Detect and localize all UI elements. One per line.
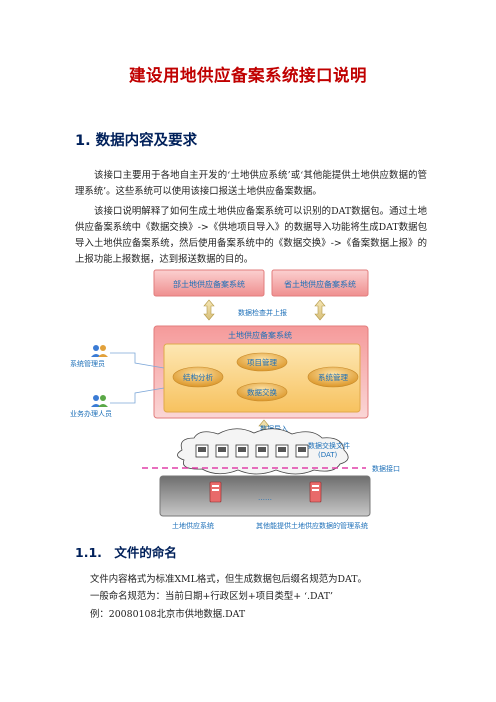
module-structure-analysis: 结构分析 [172, 366, 224, 388]
system-architecture-diagram: 部土地供应备案系统 省土地供应备案系统 数据检查并上报 土地供应备案系统 项目管… [70, 269, 400, 530]
svg-text:省土地供应备案系统: 省土地供应备案系统 [284, 279, 356, 289]
users-icon [91, 395, 108, 407]
file-icon [235, 444, 249, 458]
section-heading-file-naming: 1.1. 文件的命名 [75, 545, 177, 560]
file-icon [295, 444, 309, 458]
business-operator-role: 业务办理人员 [70, 395, 112, 418]
svg-text:结构分析: 结构分析 [183, 372, 213, 382]
double-arrow-icon [203, 299, 215, 321]
file-icon [215, 444, 229, 458]
paragraph-dat-package: 该接口说明解释了如何生成土地供应备案系统可以识别的DAT数据包。通过土地供应备案… [75, 206, 427, 265]
naming-rule-line: 一般命名规范为：当前日期+行政区划+项目类型+ ‘.DAT’ [90, 591, 334, 602]
other-systems-label: 其他能提供土地供应数据的管理系统 [256, 521, 368, 530]
naming-format-line: 文件内容格式为标准XML格式，但生成数据包后缀名规范为DAT。 [90, 574, 367, 585]
paragraph-interface-purpose: 该接口主要用于各地自主开发的‘土地供应系统’或‘其他能提供土地供应数据的管理系统… [75, 170, 427, 197]
cloud-label-dat: (DAT) [318, 451, 338, 459]
file-icon [195, 444, 209, 458]
connector-line [110, 387, 165, 404]
main-system-box: 土地供应备案系统 [153, 325, 369, 419]
server-icon [209, 481, 222, 503]
land-supply-system-label: 土地供应系统 [172, 521, 214, 530]
ellipsis: …… [258, 494, 272, 502]
svg-text:系统管理: 系统管理 [318, 372, 348, 382]
section-heading-data-content: 1. 数据内容及要求 [75, 133, 198, 149]
svg-text:系统管理员: 系统管理员 [70, 359, 105, 368]
double-arrow-icon [314, 299, 326, 321]
national-system-box: 部土地供应备案系统 [153, 269, 265, 297]
svg-text:部土地供应备案系统: 部土地供应备案系统 [173, 279, 245, 289]
document-title: 建设用地供应备案系统接口说明 [129, 66, 367, 85]
svg-text:项目管理: 项目管理 [247, 357, 277, 367]
data-exchange-cloud [177, 428, 349, 475]
arrow-label-check-report: 数据检查并上报 [238, 308, 287, 317]
svg-text:土地供应备案系统: 土地供应备案系统 [228, 330, 292, 340]
provincial-system-box: 省土地供应备案系统 [271, 269, 369, 297]
connector-line [110, 352, 165, 369]
system-admin-role: 系统管理员 [70, 345, 108, 368]
cloud-label: 数据交换文件 [308, 441, 350, 450]
svg-text:数据交换: 数据交换 [247, 387, 277, 397]
users-icon [91, 345, 108, 357]
file-icon [275, 444, 289, 458]
module-system-management: 系统管理 [307, 366, 359, 388]
data-interface-label: 数据接口 [372, 464, 400, 473]
file-icon [255, 444, 269, 458]
svg-text:业务办理人员: 业务办理人员 [70, 409, 112, 418]
module-data-exchange: 数据交换 [236, 382, 288, 402]
source-systems-box: …… [159, 475, 371, 517]
server-icon [309, 481, 322, 503]
module-project-management: 项目管理 [236, 352, 288, 372]
naming-example-line: 例：20080108北京市供地数据.DAT [90, 609, 246, 620]
